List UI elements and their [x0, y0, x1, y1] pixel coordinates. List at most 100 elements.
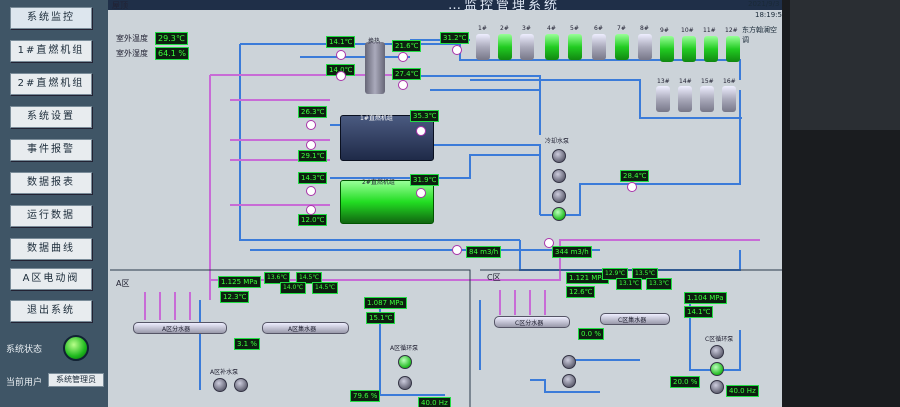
nav-data-report[interactable]: 数据报表	[10, 172, 92, 194]
cooling-tower-14[interactable]	[678, 86, 692, 112]
zone-a-freq: 79.6 %	[350, 390, 381, 402]
zone-a-label: A区	[116, 279, 130, 288]
plate-heat-exchanger[interactable]	[365, 42, 385, 94]
cooling-pump-1[interactable]	[552, 149, 566, 163]
nav-chiller-1[interactable]: 1#直燃机组	[10, 40, 92, 62]
valve-1[interactable]	[336, 50, 346, 60]
valve-9[interactable]	[306, 205, 316, 215]
zone-a-circ-pump-1[interactable]	[398, 355, 412, 369]
zone-a-temp-4: 14.0℃	[280, 282, 307, 294]
cooling-tower-5[interactable]	[568, 34, 582, 60]
piping-diagram	[110, 39, 782, 407]
valve-11[interactable]	[416, 188, 426, 198]
zone-a-pressure-2: 1.087 MPa	[364, 297, 407, 309]
cooling-pump-2[interactable]	[552, 169, 566, 183]
zone-c-temp-3: 13.5℃	[632, 268, 659, 280]
cooling-tower-13[interactable]	[656, 86, 670, 112]
reading-chiller2-in: 14.3℃	[298, 172, 328, 184]
valve-14[interactable]	[544, 238, 554, 248]
zone-c-return-header[interactable]	[600, 313, 670, 325]
cooling-tower-7[interactable]	[615, 34, 629, 60]
cooling-pump-4[interactable]	[552, 207, 566, 221]
tower-tag-5: 5#	[570, 25, 579, 32]
valve-13[interactable]	[452, 245, 462, 255]
valve-8[interactable]	[306, 186, 316, 196]
zone-a-temp-5: 14.5℃	[312, 282, 339, 294]
zone-c-circ-pump-label: C区循环泵	[705, 336, 734, 343]
nav-exit[interactable]: 退出系统	[10, 300, 92, 322]
reading-exchanger-out: 21.6℃	[392, 40, 422, 52]
nav-system-settings[interactable]: 系统设置	[10, 106, 92, 128]
cooling-tower-1[interactable]	[476, 34, 490, 60]
cooling-tower-3[interactable]	[520, 34, 534, 60]
nav-chiller-2[interactable]: 2#直燃机组	[10, 73, 92, 95]
cooling-pump-3[interactable]	[552, 189, 566, 203]
valve-5[interactable]	[452, 45, 462, 55]
chiller-1-unit[interactable]	[340, 115, 434, 161]
reading-chiller1-return: 29.1℃	[298, 150, 328, 162]
zone-c-circ-pump-2[interactable]	[710, 362, 724, 376]
zone-c-circ-pump-1[interactable]	[710, 345, 724, 359]
nav-panel: 系统监控 1#直燃机组 2#直燃机组 系统设置 事件报警 数据报表 运行数据 数…	[0, 0, 108, 407]
zone-a-circ-pump-2[interactable]	[398, 376, 412, 390]
cooling-tower-16[interactable]	[722, 86, 736, 112]
nav-zone-a-valve[interactable]: A区电动阀	[10, 268, 92, 290]
nav-system-monitor[interactable]: 系统监控	[10, 7, 92, 29]
reading-tower-supply: 31.2℃	[440, 32, 470, 44]
reading-chiller2-return: 12.0℃	[298, 214, 328, 226]
cooling-tower-8[interactable]	[638, 34, 652, 60]
chiller-2-unit[interactable]	[340, 180, 434, 224]
zone-a-temp-6: 15.1℃	[366, 312, 396, 324]
zone-c-circ-pump-3[interactable]	[710, 380, 724, 394]
nav-data-curve[interactable]: 数据曲线	[10, 238, 92, 260]
exchanger-label: 换热	[368, 38, 381, 45]
cooling-pump-label: 冷却水泵	[545, 138, 570, 145]
valve-10[interactable]	[416, 126, 426, 136]
reading-chiller1-out: 35.3℃	[410, 110, 440, 122]
valve-4[interactable]	[398, 80, 408, 90]
cooling-tower-2[interactable]	[498, 34, 512, 60]
valve-6[interactable]	[306, 120, 316, 130]
zone-c-makeup-pump-2[interactable]	[562, 374, 576, 388]
zone-c-pressure-2: 1.104 MPa	[684, 292, 727, 304]
tower-tag-10: 10#	[681, 27, 694, 34]
flow-reading-1: 84 m3/h	[466, 246, 502, 258]
system-status-indicator	[63, 335, 89, 361]
title-bar: …监控管理系统	[108, 0, 782, 13]
cooling-tower-10[interactable]	[682, 36, 696, 62]
reading-exchanger-in: 14.1℃	[326, 36, 356, 48]
zone-a-valve-pct: 3.1 %	[234, 338, 261, 350]
valve-12[interactable]	[627, 182, 637, 192]
valve-3[interactable]	[398, 52, 408, 62]
cooling-tower-4[interactable]	[545, 34, 559, 60]
zone-c-makeup-pump-1[interactable]	[562, 355, 576, 369]
current-user-value: 系统管理员	[48, 373, 104, 387]
zone-a-temp-1: 12.3℃	[220, 291, 250, 303]
zone-c-temp-5: 13.3℃	[646, 278, 673, 290]
zone-a-supply-header-label: A区分水器	[162, 326, 191, 333]
valve-7[interactable]	[306, 140, 316, 150]
zone-c-temp-6: 14.1℃	[684, 306, 714, 318]
chiller-1-label: 1#直燃机组	[360, 115, 393, 122]
zone-a-supply-header[interactable]	[133, 322, 227, 334]
zone-c-supply-header[interactable]	[494, 316, 570, 328]
cooling-tower-9[interactable]	[660, 36, 674, 62]
cooling-tower-15[interactable]	[700, 86, 714, 112]
nav-run-data[interactable]: 运行数据	[10, 205, 92, 227]
company-name: 东方翰澜空调	[742, 26, 777, 44]
current-user-label: 当前用户	[6, 378, 43, 388]
cooling-tower-6[interactable]	[592, 34, 606, 60]
zone-a-makeup-pump-1[interactable]	[213, 378, 227, 392]
nav-event-alarm[interactable]: 事件报警	[10, 139, 92, 161]
zone-a-circ-pump-label: A区循环泵	[390, 345, 419, 352]
reading-cooling-main: 28.4℃	[620, 170, 650, 182]
zone-a-makeup-pump-2[interactable]	[234, 378, 248, 392]
cooling-tower-11[interactable]	[704, 36, 718, 62]
valve-2[interactable]	[336, 71, 346, 81]
reading-chiller2-out: 31.9℃	[410, 174, 440, 186]
tower-tag-4: 4#	[547, 25, 556, 32]
zone-c-temp-4: 13.1℃	[616, 278, 643, 290]
cooling-tower-12[interactable]	[726, 36, 740, 62]
zone-c-supply-header-label: C区分水器	[515, 320, 544, 327]
zone-a-return-header[interactable]	[262, 322, 349, 334]
